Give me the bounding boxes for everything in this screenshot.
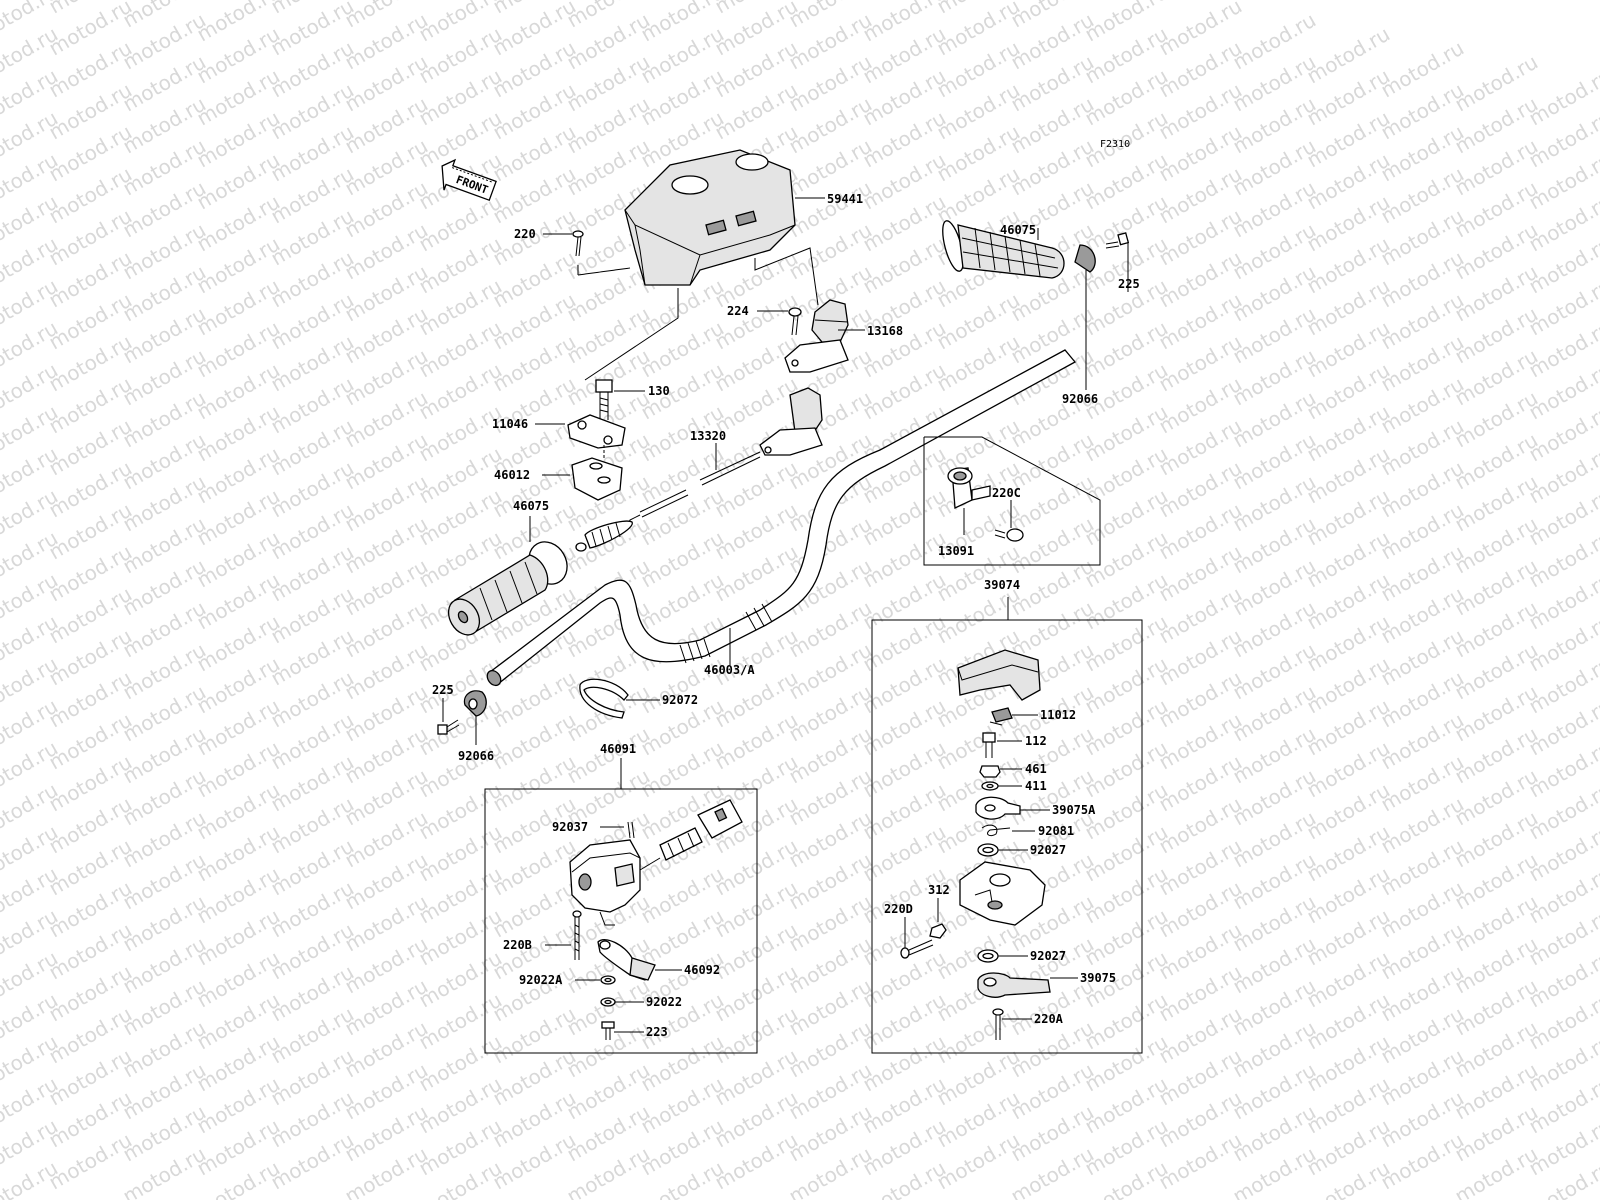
label-92027-bottom: 92027 <box>1030 949 1066 963</box>
wire-connector <box>639 799 743 871</box>
bar-end-92066-left <box>463 690 487 717</box>
screw-220a <box>992 1008 1004 1040</box>
spring-92081 <box>981 824 1011 837</box>
nut-312 <box>929 923 947 939</box>
label-220c: 220C <box>992 486 1021 500</box>
label-411: 411 <box>1025 779 1047 793</box>
throttle-housing-13168 <box>784 299 849 373</box>
label-13091: 13091 <box>938 544 974 558</box>
label-225-right: 225 <box>1118 277 1140 291</box>
screw-220b <box>572 910 582 960</box>
washer-411 <box>981 781 999 791</box>
label-312: 312 <box>928 883 950 897</box>
label-13168: 13168 <box>867 324 903 338</box>
lever-39075a <box>975 796 1021 820</box>
nut-461 <box>979 765 1001 778</box>
label-39075: 39075 <box>1080 971 1116 985</box>
lever-46092 <box>597 939 656 981</box>
left-grip <box>447 541 568 636</box>
screw-223 <box>601 1021 615 1040</box>
label-92066-left: 92066 <box>458 749 494 763</box>
label-13320: 13320 <box>690 429 726 443</box>
handlebar-cover <box>624 149 796 286</box>
washer-92027-top <box>977 843 999 857</box>
bolt-225-left <box>437 719 460 735</box>
handlebar-46003a <box>486 349 1077 687</box>
label-59441: 59441 <box>827 192 863 206</box>
bolt-130 <box>595 379 613 420</box>
screw-220 <box>572 230 584 257</box>
bolt-225-right <box>1105 232 1130 249</box>
front-arrow-icon: FRONT <box>441 158 497 202</box>
holder-upper-11046 <box>567 414 626 449</box>
label-46003a: 46003/A <box>704 663 755 677</box>
label-92066-right: 92066 <box>1062 392 1098 406</box>
switch-cover-39074 <box>957 649 1041 701</box>
screw-220d <box>900 939 934 959</box>
label-11046: 11046 <box>492 417 528 431</box>
label-92081: 92081 <box>1038 824 1074 838</box>
label-92072: 92072 <box>662 693 698 707</box>
label-225-left: 225 <box>432 683 454 697</box>
label-46075-right: 46075 <box>1000 223 1036 237</box>
mirror-bracket-13091 <box>947 467 991 509</box>
label-224: 224 <box>727 304 749 318</box>
label-11012: 11012 <box>1040 708 1076 722</box>
label-46091: 46091 <box>600 742 636 756</box>
label-112: 112 <box>1025 734 1047 748</box>
label-92037: 92037 <box>552 820 588 834</box>
label-220d: 220D <box>884 902 913 916</box>
pin-92037 <box>627 821 635 839</box>
throttle-cable <box>575 451 761 552</box>
clamp-92072 <box>579 678 629 719</box>
clip-11012 <box>989 707 1013 726</box>
label-92022: 92022 <box>646 995 682 1009</box>
washer-92022a <box>600 975 616 985</box>
lever-39075 <box>977 972 1051 998</box>
label-46092: 46092 <box>684 963 720 977</box>
switch-13320 <box>759 387 823 456</box>
screw-224 <box>788 307 802 336</box>
label-92027-top: 92027 <box>1030 843 1066 857</box>
right-grip <box>942 220 1065 279</box>
label-461: 461 <box>1025 762 1047 776</box>
left-switch-housing <box>569 839 641 926</box>
diagram-code: F2310 <box>1100 139 1130 150</box>
washer-92022 <box>600 997 616 1007</box>
inset-box-13091 <box>923 436 1101 566</box>
label-220b: 220B <box>503 938 532 952</box>
assembly-box-39074 <box>871 619 1143 1054</box>
label-39074: 39074 <box>984 578 1020 592</box>
washer-92027-bottom <box>977 949 999 963</box>
label-46012: 46012 <box>494 468 530 482</box>
label-220a: 220A <box>1034 1012 1064 1026</box>
bar-end-92066-right <box>1074 244 1096 273</box>
switch-lower-housing <box>959 861 1046 926</box>
screw-220c <box>994 528 1024 542</box>
bolt-112 <box>982 732 996 758</box>
label-220: 220 <box>514 227 536 241</box>
label-223: 223 <box>646 1025 668 1039</box>
label-130: 130 <box>648 384 670 398</box>
holder-lower-46012 <box>571 457 623 501</box>
label-92022a: 92022A <box>519 973 563 987</box>
label-46075-left: 46075 <box>513 499 549 513</box>
label-39075a: 39075A <box>1052 803 1096 817</box>
